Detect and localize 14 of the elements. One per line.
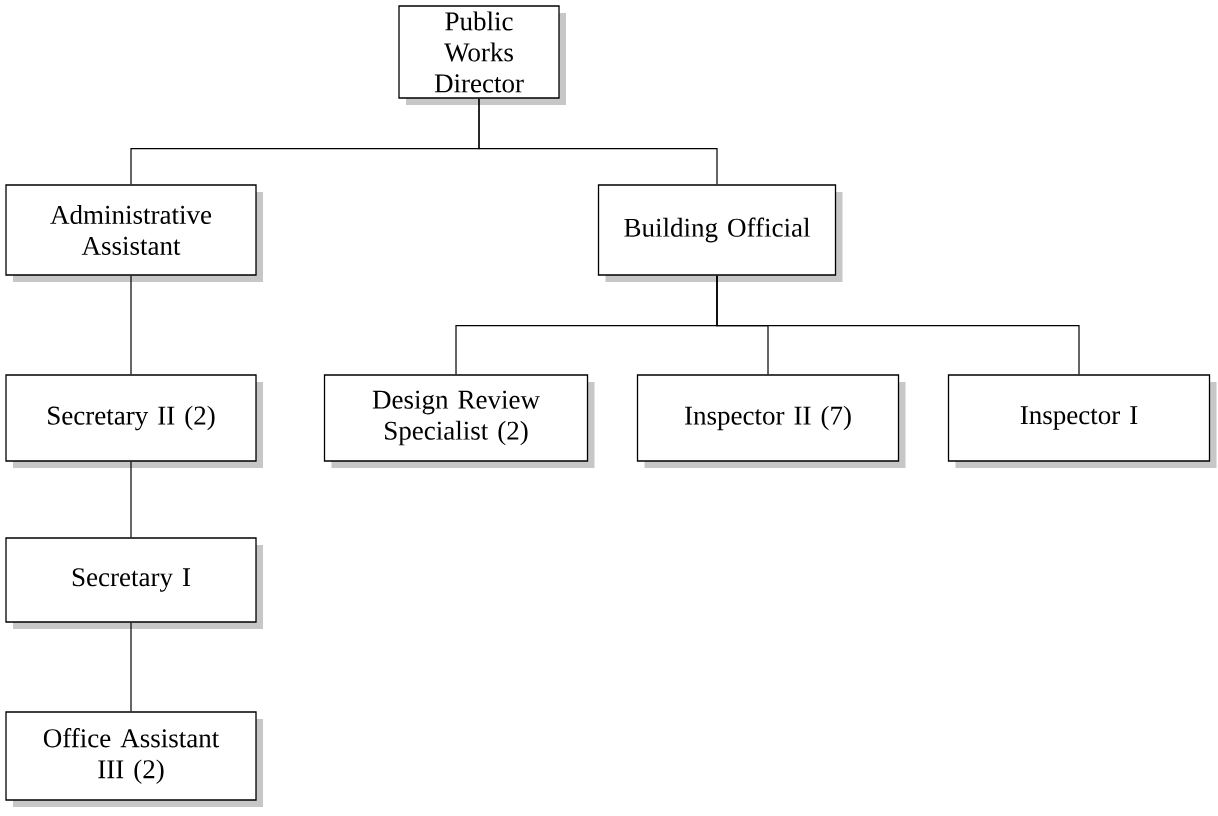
connector-line: [130, 622, 132, 712]
position-box: Secretary I: [5, 537, 263, 629]
position-box: Administrative Assistant: [5, 184, 263, 282]
position-box: Inspector II (7): [636, 374, 906, 468]
connector-line: [478, 98, 718, 185]
connector-line: [716, 275, 1080, 375]
position-box: Inspector I: [947, 374, 1217, 468]
connector-line: [130, 461, 132, 538]
position-box: Secretary II (2): [5, 374, 263, 468]
position-box: Design Review Specialist (2): [323, 374, 595, 468]
position-box: Building Official: [597, 184, 843, 282]
position-box: Office Assistant III (2): [5, 711, 263, 807]
connector-line: [130, 275, 132, 375]
position-box: Public Works Director: [398, 5, 566, 105]
